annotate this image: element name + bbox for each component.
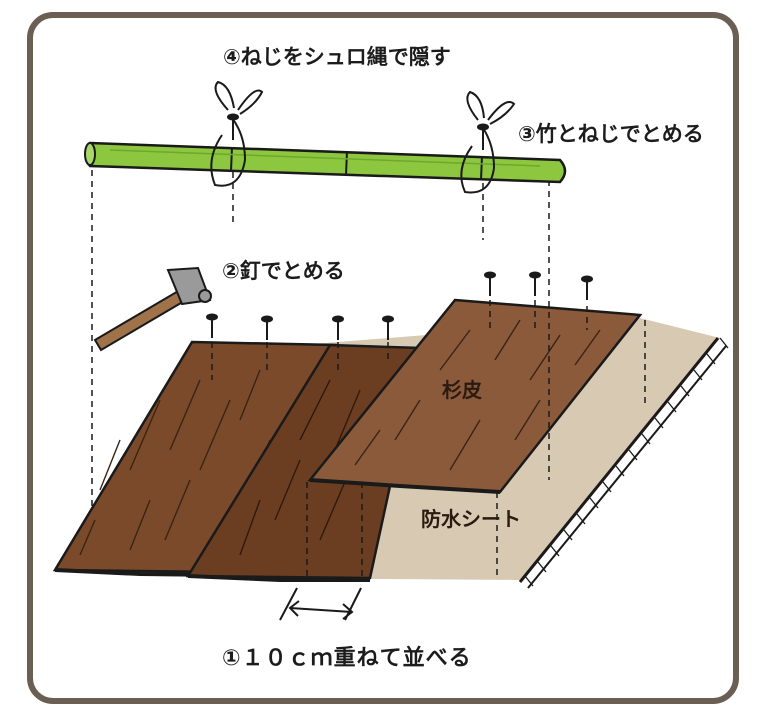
step1-label: ①１０ｃｍ重ねて並べる — [222, 646, 472, 671]
waterproof-sheet-label: 防水シート — [421, 507, 521, 531]
cedar-bark-panel-right — [307, 298, 643, 494]
bamboo-pole — [84, 141, 567, 184]
step2-label: ②釘でとめる — [222, 259, 345, 283]
screw-icon — [227, 113, 489, 150]
step4-label: ④ねじをシュロ縄で隠す — [223, 45, 451, 69]
step3-label: ③竹とねじでとめる — [518, 122, 704, 146]
hammer-icon — [93, 266, 212, 352]
cedar-bark-label: 杉皮 — [442, 378, 482, 402]
palm-rope-knot-icon — [210, 80, 516, 194]
guide-lines — [91, 170, 646, 578]
dimension-arrow-icon — [279, 587, 362, 621]
corrugated-edge — [524, 337, 729, 587]
nail-icon — [206, 271, 593, 340]
